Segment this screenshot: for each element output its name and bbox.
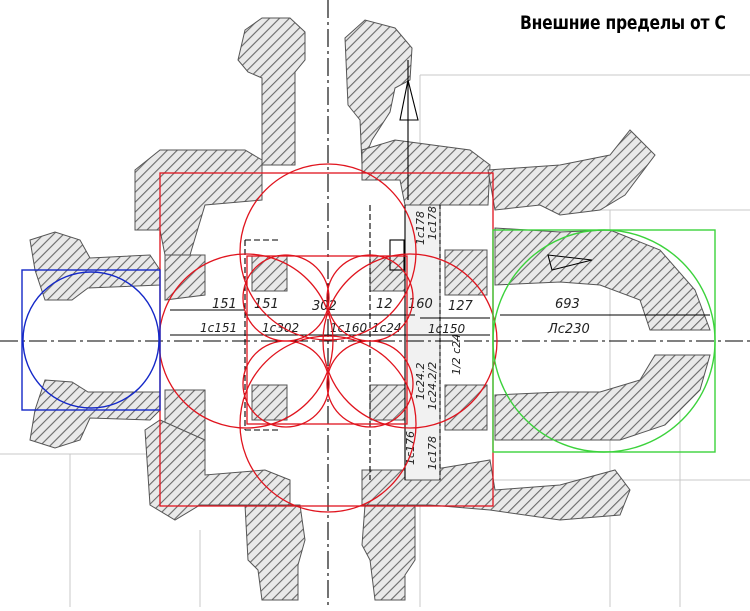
green-construction [492, 229, 716, 453]
pier-se [369, 384, 406, 421]
dim-v1c176: 1c176 [404, 431, 417, 465]
dim-v1c178-low: 1c178 [426, 436, 439, 470]
dim-v1c178-top: 1c178 [414, 211, 427, 245]
wall-right-tower [344, 19, 413, 166]
red-inner-rect [246, 255, 408, 425]
dim-lc230: Лс230 [547, 322, 590, 337]
wall-bottom-left [144, 419, 291, 521]
wall-bottom-tower-left [244, 504, 306, 601]
wall-apse-bottom [494, 354, 711, 441]
wall-left-arm-bottom [29, 379, 161, 449]
pier-sw [251, 384, 288, 421]
wall-right-porch [487, 129, 656, 216]
blue-square [21, 269, 161, 411]
dim-1c24: 1c24 [372, 321, 402, 335]
dim-half-c24: 1/2 c24 [450, 334, 463, 375]
hatched-walls [29, 17, 711, 601]
dim-151-a: 151 [212, 297, 237, 312]
pier-e1 [444, 249, 488, 296]
dim-693: 693 [555, 297, 580, 312]
red-circle-top [239, 163, 417, 341]
red-small-circle-sw [242, 340, 330, 428]
red-circle-bottom [239, 335, 417, 513]
blue-circle [22, 271, 160, 409]
wall-bottom-tower-right [361, 504, 416, 601]
dim-127: 127 [448, 299, 474, 314]
dim-12: 12 [376, 297, 393, 312]
wall-left-arm-top [29, 231, 161, 301]
green-circle [492, 229, 716, 453]
dim-1c160: 1c160 [330, 321, 368, 335]
dim-v1c242: 1c24.2 [414, 362, 427, 400]
dim-v1c242-2: 1c24.2/2 [426, 362, 439, 410]
red-circle-right [322, 253, 498, 429]
dim-v1c178-mid: 1c178 [426, 206, 439, 240]
blue-construction [21, 269, 161, 411]
red-small-circle-se [326, 340, 414, 428]
wall-left-tower [237, 17, 306, 166]
drawing-title: Внешние пределы от С [520, 12, 726, 34]
dim-1c150: 1c150 [428, 322, 466, 336]
dimension-labels: 151 151 302 12 160 127 693 1c151 1c302 1… [200, 206, 590, 470]
dim-302: 302 [312, 299, 337, 314]
wall-left-side [164, 254, 206, 301]
dim-160: 160 [408, 297, 433, 312]
dim-1c151: 1c151 [200, 321, 237, 335]
wall-top-left [134, 149, 263, 256]
